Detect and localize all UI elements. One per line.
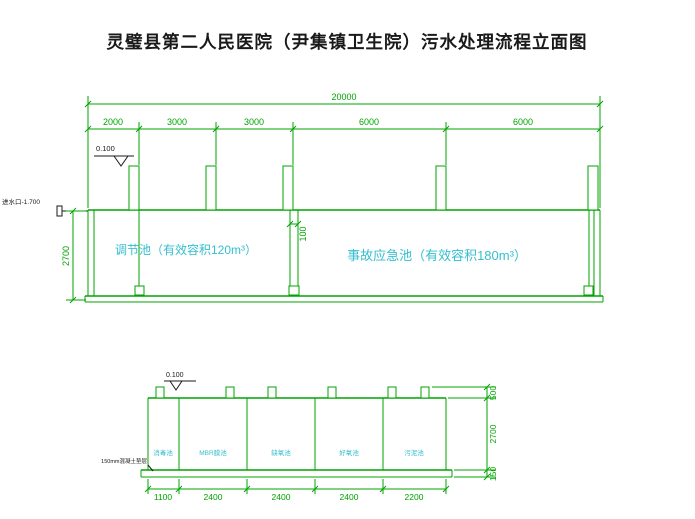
pipe-stub — [327, 386, 337, 399]
bottom-dim-4: 2400 — [340, 492, 359, 502]
compartment-label-3: 缺氧池 — [271, 448, 291, 457]
column — [282, 165, 294, 211]
bottom-dim-1: 1100 — [154, 492, 173, 502]
upper-elevation-marker: 0.100 — [94, 144, 134, 167]
lower-elevation-value: 0.100 — [166, 372, 184, 379]
column — [435, 165, 447, 211]
compartment-label-2: MBR膜池 — [199, 448, 227, 457]
inlet-label: 进水口-1.700 — [2, 197, 40, 206]
column-base — [583, 285, 594, 296]
column — [128, 165, 140, 211]
column — [587, 165, 599, 211]
drawing-title: 灵璧县第二人民医院（尹集镇卫生院）污水处理流程立面图 — [107, 32, 588, 52]
upper-segment-dim-5: 6000 — [513, 117, 533, 127]
base-note-annotation: 150mm混凝土垫层 — [101, 457, 154, 472]
pipe-stub — [155, 386, 165, 399]
bottom-dim-3: 2400 — [272, 492, 291, 502]
compartment-label-1: 消毒池 — [153, 448, 173, 457]
pipe-stub — [225, 386, 235, 399]
lower-bottom-dimensions: 1100 2400 2400 2400 2200 — [144, 479, 450, 502]
lower-elevation-marker: 0.100 — [164, 372, 196, 391]
upper-left-dimension: 2700 — [61, 207, 86, 304]
emergency-tank-label: 事故应急池（有效容积180m³） — [347, 248, 527, 263]
base-layer-note: 150mm混凝土垫层 — [101, 457, 147, 465]
column-base — [288, 285, 300, 296]
upper-total-dimension: 20000 — [331, 92, 356, 102]
upper-segment-dim-4: 6000 — [359, 117, 379, 127]
pipe-stub — [420, 386, 430, 399]
regulation-tank-label: 调节池（有效容积120m³） — [115, 242, 257, 257]
right-dim-150: 150 — [488, 467, 498, 481]
gap-dimension-value: 100 — [298, 226, 308, 241]
bottom-dim-5: 2200 — [405, 492, 424, 502]
inlet-annotation: 进水口-1.700 — [2, 197, 88, 217]
upper-segment-dim-3: 3000 — [244, 117, 264, 127]
column — [205, 165, 217, 211]
right-dim-500: 500 — [488, 386, 498, 400]
column-base — [134, 285, 145, 296]
upper-tank-structure — [84, 165, 604, 303]
upper-elevation-value: 0.100 — [96, 144, 115, 153]
upper-dimension-lines: 20000 2000 3000 3000 6000 6000 — [84, 92, 604, 208]
lower-tank-structure — [140, 386, 453, 478]
upper-height-dimension: 2700 — [61, 246, 71, 266]
pipe-stub — [267, 386, 277, 399]
upper-segment-dim-2: 3000 — [167, 117, 187, 127]
upper-gap-dimension: 100 — [286, 220, 308, 242]
compartment-label-5: 污泥池 — [404, 448, 424, 457]
upper-segment-dim-1: 2000 — [103, 117, 123, 127]
lower-right-dimensions: 500 2700 150 — [432, 383, 498, 481]
bottom-dim-2: 2400 — [204, 492, 223, 502]
compartment-label-4: 好氧池 — [339, 448, 359, 457]
pipe-stub — [387, 386, 397, 399]
right-dim-2700: 2700 — [488, 424, 498, 443]
